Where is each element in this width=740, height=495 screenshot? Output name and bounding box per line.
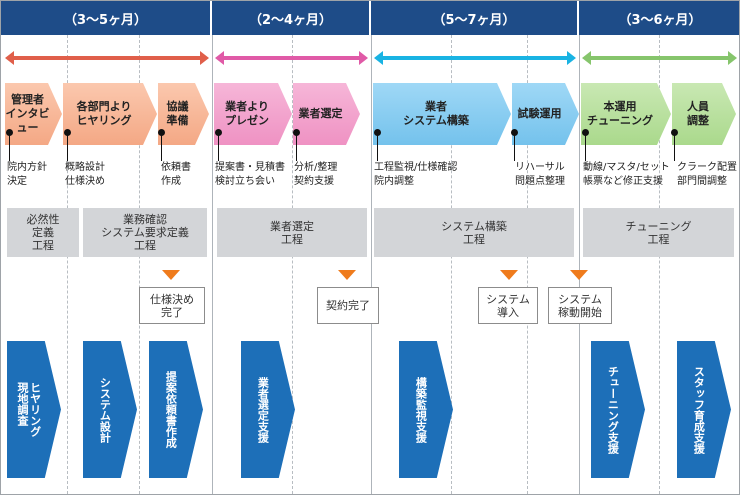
grid-line	[451, 35, 452, 494]
task-marker-stem	[674, 133, 675, 161]
support-label: スタッフ育成支援	[692, 365, 706, 454]
process-system-build: システム構築 工程	[374, 208, 574, 257]
milestone-marker	[162, 270, 180, 280]
task-marker-dot	[511, 129, 518, 136]
phase-header-3: （5～7ヶ月）	[371, 1, 579, 35]
task-note: クラーク配置 部門間調整	[677, 162, 737, 187]
milestone-spec-complete: 仕様決め 完了	[139, 287, 205, 324]
support-hearing-survey: ヒヤリング 現地調査	[7, 341, 61, 478]
phase-divider	[371, 35, 372, 494]
task-note: リハーサル 問題点整理	[515, 162, 565, 187]
milestone-contract-complete: 契約完了	[317, 287, 379, 324]
phase-header-label: （3～5ヶ月）	[63, 12, 148, 28]
phase-header-4: （3～6ヶ月）	[579, 1, 739, 35]
support-tuning: チューニング支援	[591, 341, 645, 478]
support-label: チューニング支援	[606, 365, 620, 454]
phase-header-label: （5～7ヶ月）	[432, 12, 516, 28]
phase-duration-arrow-1	[5, 51, 209, 65]
task-trial-operation: 試験運用	[512, 83, 579, 145]
support-label: 提案依頼書作成	[164, 371, 178, 448]
task-label: 協議 準備	[166, 100, 189, 127]
task-marker-dot	[374, 129, 381, 136]
task-system-build: 業者 システム構築	[373, 83, 511, 145]
phase-header-1: （3～5ヶ月）	[1, 1, 212, 35]
task-vendor-selection: 業者選定	[293, 83, 360, 145]
milestone-marker	[500, 270, 518, 280]
milestone-go-live: システム 稼動開始	[548, 287, 612, 324]
support-build-monitoring: 構築監視支援	[399, 341, 453, 478]
task-manager-interview: 管理者 インタビュー	[5, 83, 62, 145]
task-label: 業者 システム構築	[403, 100, 469, 127]
task-note: 分析/整理 契約支援	[294, 162, 338, 187]
task-note: 動線/マスタ/セット 帳票など修正支援	[583, 162, 670, 187]
support-label: 業者選定支援	[256, 376, 270, 443]
task-marker-dot	[64, 129, 71, 136]
task-department-hearing: 各部門より ヒヤリング	[63, 83, 157, 145]
task-marker-stem	[161, 133, 162, 161]
phase-divider	[579, 35, 580, 494]
grid-line	[659, 35, 660, 494]
task-marker-dot	[671, 129, 678, 136]
phase-duration-arrow-2	[215, 51, 368, 65]
grid-line	[139, 35, 140, 494]
task-production-tuning: 本運用 チューニング	[581, 83, 671, 145]
task-label: 業者より プレゼン	[225, 100, 269, 127]
support-staff-training: スタッフ育成支援	[677, 341, 731, 478]
phase-divider	[212, 35, 213, 494]
task-label: 業者選定	[298, 107, 343, 121]
phase-header-label: （3～6ヶ月）	[618, 12, 702, 28]
task-label: 本運用 チューニング	[587, 100, 653, 127]
phase-duration-arrow-3	[374, 51, 576, 65]
task-marker-stem	[585, 133, 586, 161]
support-system-design: システム設計	[83, 341, 137, 478]
task-marker-dot	[293, 129, 300, 136]
milestone-marker	[338, 270, 356, 280]
support-rfp-creation: 提案依頼書作成	[149, 341, 203, 478]
grid-line	[67, 35, 68, 494]
task-note: 工程監視/仕様確認 院内調整	[374, 162, 458, 187]
support-vendor-selection: 業者選定支援	[241, 341, 295, 478]
grid-line	[292, 35, 293, 494]
task-label: 試験運用	[517, 107, 562, 121]
task-marker-stem	[67, 133, 68, 161]
task-label: 人員 調整	[687, 100, 709, 127]
task-marker-dot	[582, 129, 589, 136]
task-label: 管理者 インタビュー	[5, 93, 50, 134]
process-system-requirements: 業務確認 システム要求定義 工程	[83, 208, 207, 257]
grid-line	[527, 35, 528, 494]
task-note: 依頼書 作成	[161, 162, 191, 187]
task-label: 各部門より ヒヤリング	[76, 100, 132, 127]
support-label: 構築監視支援	[414, 376, 428, 443]
phase-duration-arrow-4	[582, 51, 737, 65]
task-note: 提案書・見積書 検討立ち会い	[215, 162, 285, 187]
task-marker-stem	[296, 133, 297, 161]
task-marker-dot	[215, 129, 222, 136]
task-note: 概略設計 仕様決め	[65, 162, 105, 187]
task-marker-dot	[6, 129, 13, 136]
milestone-system-install: システム 導入	[478, 287, 538, 324]
phase-header-2: （2～4ヶ月）	[212, 1, 371, 35]
task-staff-adjustment: 人員 調整	[672, 83, 736, 145]
task-note: 院内方針 決定	[7, 162, 47, 187]
task-marker-stem	[218, 133, 219, 161]
process-necessity-definition: 必然性 定義 工程	[7, 208, 79, 257]
task-vendor-presentation: 業者より プレゼン	[214, 83, 292, 145]
task-marker-stem	[377, 133, 378, 161]
process-vendor-selection: 業者選定 工程	[217, 208, 367, 257]
support-label: ヒヤリング 現地調査	[16, 382, 42, 437]
task-marker-stem	[9, 133, 10, 161]
milestone-marker	[570, 270, 588, 280]
process-tuning: チューニング 工程	[583, 208, 734, 257]
phase-header-label: （2～4ヶ月）	[248, 12, 333, 28]
support-label: システム設計	[98, 376, 112, 443]
task-marker-dot	[158, 129, 165, 136]
task-consultation-prep: 協議 準備	[158, 83, 209, 145]
task-marker-stem	[514, 133, 515, 161]
